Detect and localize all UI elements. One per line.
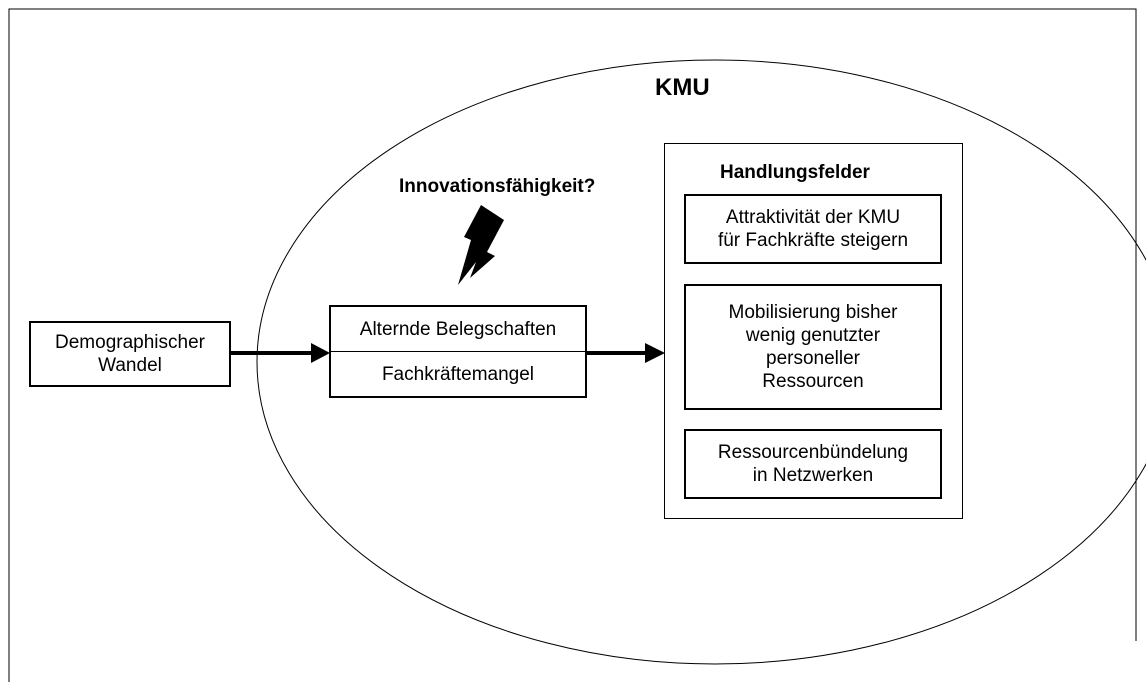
center-box-workforce: Alternde Belegschaften Fachkräftemangel — [329, 305, 587, 398]
kmu-label: KMU — [655, 74, 710, 101]
handlungsfeld-line: Ressourcen — [762, 371, 864, 392]
handlungsfeld-line: wenig genutzter — [745, 325, 881, 346]
center-box-row-aging: Alternde Belegschaften — [331, 307, 585, 351]
input-box-line: Wandel — [98, 355, 162, 376]
handlungsfeld-line: in Netzwerken — [752, 465, 874, 486]
lightning-bolt-icon — [458, 205, 504, 285]
handlungsfeld-box: Attraktivität der KMU für Fachkräfte ste… — [684, 194, 942, 264]
input-box-demographic-change: Demographischer Wandel — [29, 321, 231, 387]
handlungsfeld-box: Mobilisierung bisher wenig genutzter per… — [684, 284, 942, 410]
frame-border — [8, 8, 1137, 682]
handlungsfeld-line: Ressourcenbündelung — [717, 442, 909, 463]
handlungsfeld-line: Mobilisierung bisher — [728, 302, 898, 323]
innovation-label: Innovationsfähigkeit? — [399, 176, 596, 197]
center-box-text: Alternde Belegschaften — [359, 318, 557, 340]
handlungsfeld-line: für Fachkräfte steigern — [717, 230, 909, 251]
handlungsfeld-box: Ressourcenbündelung in Netzwerken — [684, 429, 942, 499]
center-box-row-shortage: Fachkräftemangel — [331, 351, 585, 396]
handlungsfeld-line: Attraktivität der KMU — [725, 207, 901, 228]
center-box-text: Fachkräftemangel — [381, 363, 535, 385]
input-box-line: Demographischer — [55, 332, 205, 353]
handlungsfeld-line: personeller — [766, 348, 860, 369]
arrow-head-1 — [311, 343, 330, 363]
handlungsfelder-title: Handlungsfelder — [720, 162, 870, 183]
arrow-head-2 — [645, 343, 665, 363]
kmu-ellipse — [256, 59, 1146, 665]
